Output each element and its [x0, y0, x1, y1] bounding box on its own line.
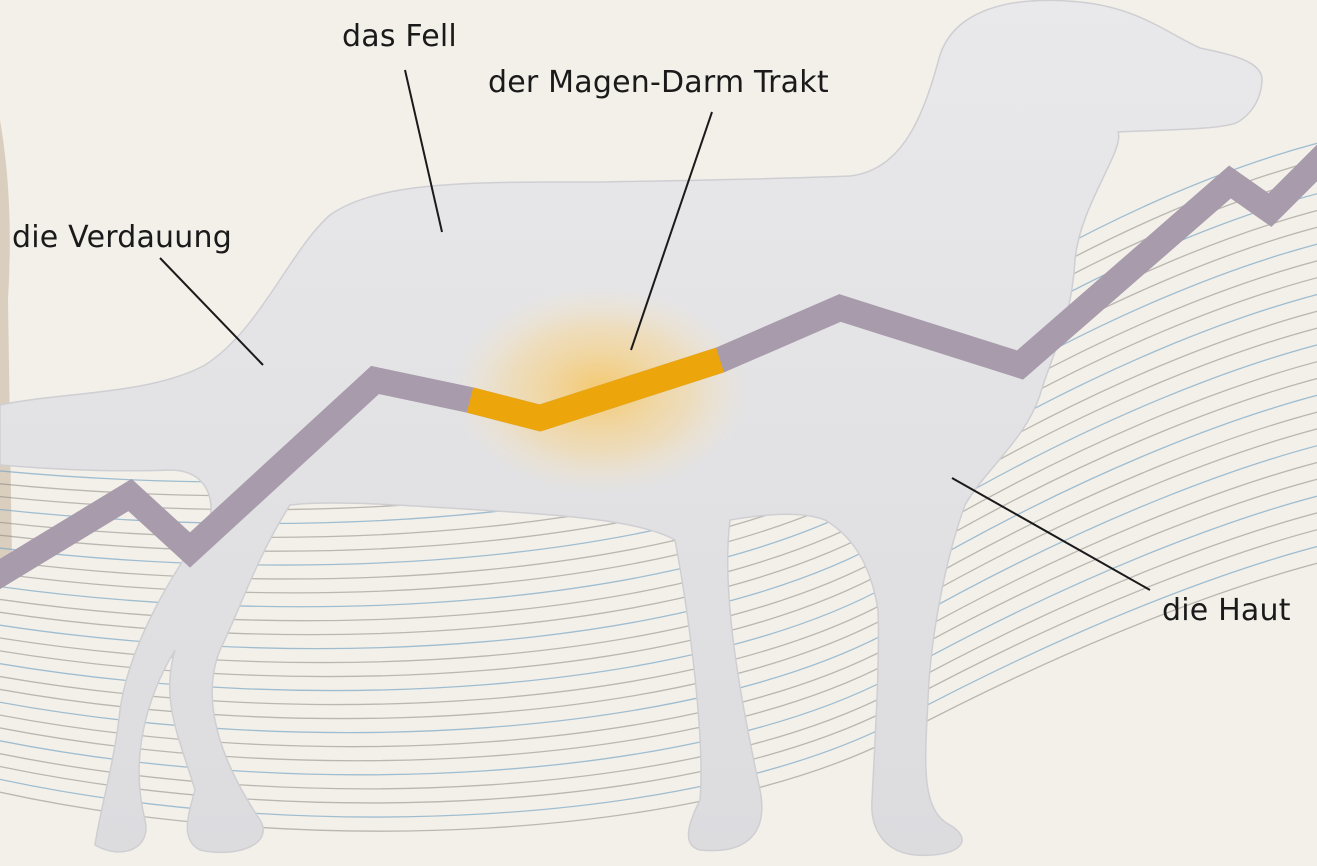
label-fur: das Fell: [342, 22, 457, 52]
label-digestion: die Verdauung: [12, 223, 232, 253]
label-gi-tract: der Magen-Darm Trakt: [488, 68, 829, 98]
label-skin: die Haut: [1162, 596, 1291, 626]
